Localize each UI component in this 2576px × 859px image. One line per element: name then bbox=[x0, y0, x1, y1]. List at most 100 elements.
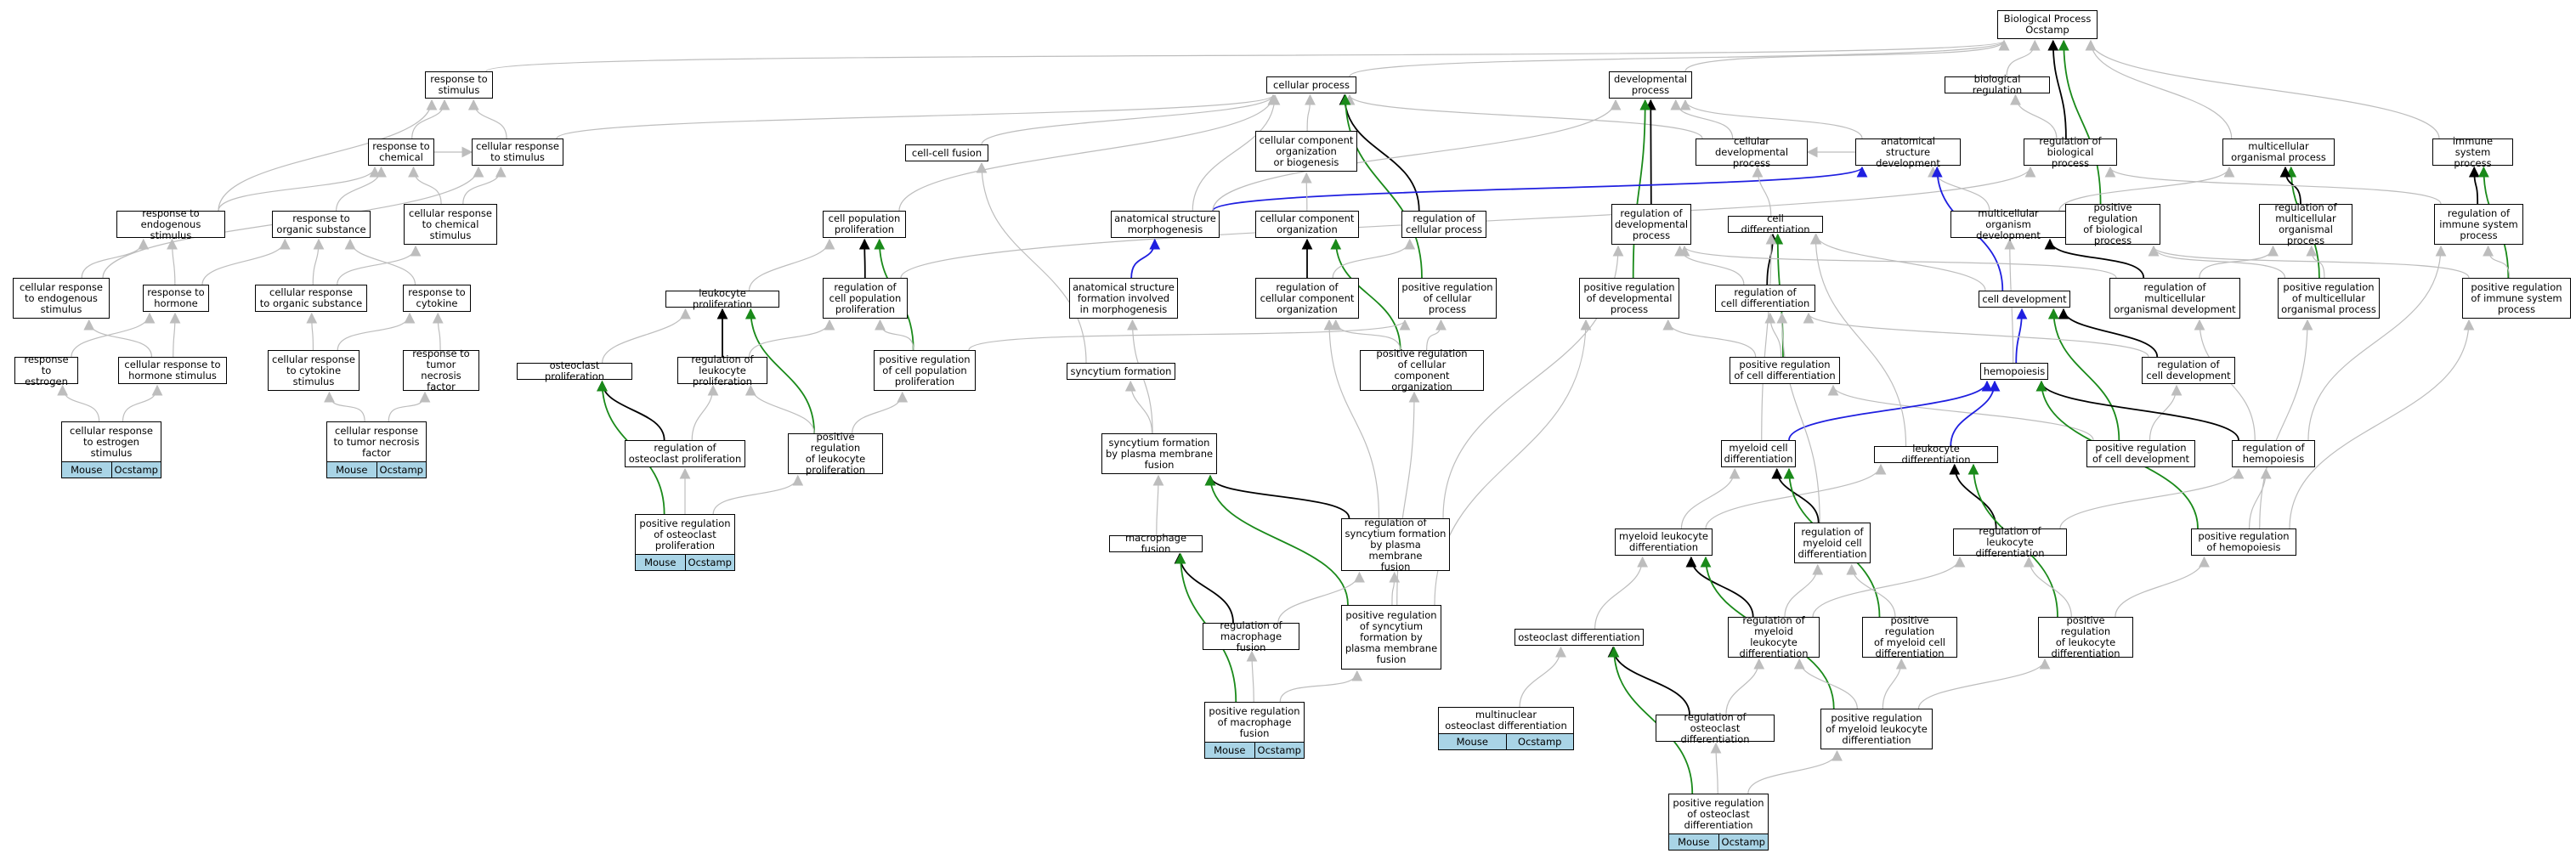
go-term-regulation-of-multicellular-organismal-development[interactable]: regulation of multicellular organismal d… bbox=[2109, 278, 2240, 319]
go-term-multinuclear-osteoclast-differentiation[interactable]: multinuclear osteoclast differentiation bbox=[1438, 707, 1574, 734]
go-term-myeloid-leukocyte-differentiation[interactable]: myeloid leukocyte differentiation bbox=[1615, 528, 1713, 556]
go-term-regulation-of-cell-population-proliferation[interactable]: regulation of cell population proliferat… bbox=[823, 278, 908, 319]
go-term-regulation-of-myeloid-leukocyte-differentiation[interactable]: regulation of myeloid leukocyte differen… bbox=[1728, 615, 1820, 659]
go-term-positive-regulation-of-cell-differentiation[interactable]: positive regulation of cell differentiat… bbox=[1730, 357, 1840, 384]
go-term-positive-regulation-of-developmental-process[interactable]: positive regulation of developmental pro… bbox=[1579, 278, 1679, 319]
go-term-anatomical-structure-formation-involved-in-morphogenesis[interactable]: anatomical structure formation involved … bbox=[1069, 278, 1178, 319]
go-term-cellular-response-to-estrogen-stimulus[interactable]: cellular response to estrogen stimulus bbox=[61, 421, 161, 462]
go-term-regulation-of-cell-development[interactable]: regulation of cell development bbox=[2142, 357, 2235, 384]
annotation-chip-mouse[interactable]: Mouse bbox=[1668, 834, 1719, 851]
annotation-chip-ocstamp[interactable]: Ocstamp bbox=[1254, 742, 1305, 759]
go-term-cell-development[interactable]: cell development bbox=[1979, 291, 2070, 308]
go-term-regulation-of-developmental-process[interactable]: regulation of developmental process bbox=[1611, 204, 1691, 245]
go-term-response-to-estrogen[interactable]: response to estrogen bbox=[14, 353, 78, 387]
go-term-cellular-component-organization-or-biogenesis[interactable]: cellular component organization or bioge… bbox=[1255, 131, 1357, 172]
go-term-osteoclast-proliferation[interactable]: osteoclast proliferation bbox=[517, 360, 632, 382]
annotation-chip-mouse[interactable]: Mouse bbox=[635, 554, 686, 571]
go-term-cellular-process[interactable]: cellular process bbox=[1266, 76, 1356, 93]
go-term-response-to-cytokine[interactable]: response to cytokine bbox=[403, 285, 471, 312]
go-term-positive-regulation-of-hemopoiesis[interactable]: positive regulation of hemopoiesis bbox=[2191, 528, 2296, 556]
edge-ld-to-hp bbox=[1950, 380, 2001, 447]
go-term-regulation-of-leukocyte-differentiation[interactable]: regulation of leukocyte differentiation bbox=[1953, 525, 2067, 558]
go-term-leukocyte-proliferation[interactable]: leukocyte proliferation bbox=[665, 288, 779, 310]
go-term-positive-regulation-of-cell-development[interactable]: positive regulation of cell development bbox=[2086, 440, 2195, 467]
go-term-response-to-organic-substance[interactable]: response to organic substance bbox=[272, 211, 371, 238]
go-term-hemopoiesis[interactable]: hemopoiesis bbox=[1980, 363, 2048, 380]
go-term-cellular-response-to-stimulus[interactable]: cellular response to stimulus bbox=[472, 138, 563, 166]
go-term-anatomical-structure-morphogenesis[interactable]: anatomical structure morphogenesis bbox=[1111, 211, 1220, 238]
go-term-cellular-response-to-hormone-stimulus[interactable]: cellular response to hormone stimulus bbox=[118, 357, 227, 384]
go-term-cellular-response-to-cytokine-stimulus[interactable]: cellular response to cytokine stimulus bbox=[268, 350, 360, 391]
go-term-immune-system-process[interactable]: immune system process bbox=[2432, 135, 2513, 168]
edge-rth-to-rtos bbox=[201, 238, 291, 285]
go-term-regulation-of-osteoclast-proliferation[interactable]: regulation of osteoclast proliferation bbox=[625, 440, 745, 467]
go-term-macrophage-fusion[interactable]: macrophage fusion bbox=[1109, 533, 1203, 555]
go-term-response-to-stimulus[interactable]: response to stimulus bbox=[425, 71, 493, 99]
go-term-regulation-of-myeloid-cell-differentiation[interactable]: regulation of myeloid cell differentiati… bbox=[1794, 523, 1871, 563]
go-term-positive-regulation-of-cellular-component-organization[interactable]: positive regulation of cellular componen… bbox=[1360, 348, 1484, 393]
go-term-positive-regulation-of-immune-system-process[interactable]: positive regulation of immune system pro… bbox=[2462, 278, 2571, 319]
go-term-cellular-response-to-endogenous-stimulus[interactable]: cellular response to endogenous stimulus bbox=[13, 278, 110, 319]
annotation-chip-ocstamp[interactable]: Ocstamp bbox=[1506, 733, 1574, 750]
go-term-syncytium-formation[interactable]: syncytium formation bbox=[1067, 363, 1175, 380]
go-term-leukocyte-differentiation[interactable]: leukocyte differentiation bbox=[1874, 444, 1998, 466]
go-term-syncytium-formation-by-plasma-membrane-fusion[interactable]: syncytium formation by plasma membrane f… bbox=[1101, 433, 1217, 474]
go-term-positive-regulation-of-myeloid-leukocyte-differentiation[interactable]: positive regulation of myeloid leukocyte… bbox=[1820, 709, 1933, 749]
go-term-positive-regulation-of-cell-population-proliferation[interactable]: positive regulation of cell population p… bbox=[874, 350, 976, 391]
go-term-regulation-of-biological-process[interactable]: regulation of biological process bbox=[2024, 135, 2117, 168]
go-term-response-to-tumor-necrosis-factor[interactable]: response to tumor necrosis factor bbox=[403, 348, 479, 393]
go-term-myeloid-cell-differentiation[interactable]: myeloid cell differentiation bbox=[1721, 440, 1796, 467]
go-term-developmental-process[interactable]: developmental process bbox=[1609, 71, 1692, 99]
go-term-osteoclast-differentiation[interactable]: osteoclast differentiation bbox=[1514, 629, 1644, 646]
edge-cp-to-bp bbox=[1349, 39, 2010, 77]
go-term-response-to-chemical[interactable]: response to chemical bbox=[368, 138, 434, 166]
annotation-chip-ocstamp[interactable]: Ocstamp bbox=[1718, 834, 1769, 851]
go-term-cellular-response-to-chemical-stimulus[interactable]: cellular response to chemical stimulus bbox=[404, 204, 497, 245]
go-term-positive-regulation-of-osteoclast-proliferation[interactable]: positive regulation of osteoclast prolif… bbox=[635, 514, 735, 555]
edge-rlp-to-rcpp bbox=[748, 319, 835, 358]
annotation-chip-ocstamp[interactable]: Ocstamp bbox=[685, 554, 735, 571]
go-term-anatomical-structure-development[interactable]: anatomical structure development bbox=[1855, 135, 1961, 168]
go-term-biological-regulation[interactable]: biological regulation bbox=[1945, 74, 2050, 96]
go-term-regulation-of-leukocyte-proliferation[interactable]: regulation of leukocyte proliferation bbox=[677, 353, 767, 387]
go-term-regulation-of-hemopoiesis[interactable]: regulation of hemopoiesis bbox=[2232, 440, 2315, 467]
annotation-chip-ocstamp[interactable]: Ocstamp bbox=[111, 461, 161, 478]
go-term-cell-cell-fusion[interactable]: cell-cell fusion bbox=[905, 144, 988, 161]
go-term-positive-regulation-of-myeloid-cell-differentiation[interactable]: positive regulation of myeloid cell diff… bbox=[1862, 615, 1957, 659]
edge-prmld-to-rmld bbox=[1793, 658, 1858, 709]
go-term-cellular-response-to-tumor-necrosis-factor[interactable]: cellular response to tumor necrosis fact… bbox=[326, 421, 427, 462]
go-term-regulation-of-macrophage-fusion[interactable]: regulation of macrophage fusion bbox=[1203, 619, 1299, 653]
annotation-chip-mouse[interactable]: Mouse bbox=[61, 461, 112, 478]
go-term-response-to-endogenous-stimulus[interactable]: response to endogenous stimulus bbox=[116, 207, 225, 240]
go-term-regulation-of-cell-differentiation[interactable]: regulation of cell differentiation bbox=[1715, 285, 1815, 312]
go-term-cellular-component-organization[interactable]: cellular component organization bbox=[1255, 211, 1359, 238]
annotation-chip-mouse[interactable]: Mouse bbox=[326, 461, 377, 478]
go-term-cellular-developmental-process[interactable]: cellular developmental process bbox=[1696, 135, 1808, 168]
annotation-chip-ocstamp[interactable]: Ocstamp bbox=[376, 461, 427, 478]
go-term-regulation-of-multicellular-organismal-process[interactable]: regulation of multicellular organismal p… bbox=[2259, 202, 2352, 246]
go-term-regulation-of-immune-system-process[interactable]: regulation of immune system process bbox=[2434, 204, 2523, 245]
go-term-cell-population-proliferation[interactable]: cell population proliferation bbox=[823, 211, 906, 238]
go-term-positive-regulation-of-macrophage-fusion[interactable]: positive regulation of macrophage fusion bbox=[1204, 702, 1305, 743]
edge-asm-to-cp bbox=[1192, 93, 1281, 212]
go-term-positive-regulation-of-osteoclast-differentiation[interactable]: positive regulation of osteoclast differ… bbox=[1668, 794, 1769, 834]
go-term-biological-process-ocstamp[interactable]: Biological Process Ocstamp bbox=[1997, 10, 2098, 39]
go-term-cell-differentiation[interactable]: cell differentiation bbox=[1728, 213, 1823, 235]
go-term-positive-regulation-of-cellular-process[interactable]: positive regulation of cellular process bbox=[1398, 278, 1497, 319]
go-term-multicellular-organism-development[interactable]: multicellular organism development bbox=[1950, 207, 2066, 240]
go-term-response-to-hormone[interactable]: response to hormone bbox=[143, 285, 209, 312]
go-term-positive-regulation-of-leukocyte-proliferation[interactable]: positive regulation of leukocyte prolife… bbox=[788, 432, 883, 476]
annotation-chip-mouse[interactable]: Mouse bbox=[1204, 742, 1255, 759]
go-term-regulation-of-cellular-component-organization[interactable]: regulation of cellular component organiz… bbox=[1255, 278, 1359, 319]
go-term-positive-regulation-of-multicellular-organismal-process[interactable]: positive regulation of multicellular org… bbox=[2278, 278, 2380, 319]
annotation-chip-mouse[interactable]: Mouse bbox=[1438, 733, 1507, 750]
go-term-regulation-of-cellular-process[interactable]: regulation of cellular process bbox=[1401, 211, 1486, 238]
go-term-positive-regulation-of-leukocyte-differentiation[interactable]: positive regulation of leukocyte differe… bbox=[2038, 615, 2133, 659]
go-term-multicellular-organismal-process[interactable]: multicellular organismal process bbox=[2222, 138, 2335, 166]
go-term-positive-regulation-of-biological-process[interactable]: positive regulation of biological proces… bbox=[2065, 202, 2160, 246]
go-term-regulation-of-syncytium-formation-by-plasma-membrane-fusion[interactable]: regulation of syncytium formation by pla… bbox=[1341, 517, 1450, 572]
go-term-cellular-response-to-organic-substance[interactable]: cellular response to organic substance bbox=[255, 285, 367, 312]
go-term-positive-regulation-of-syncytium-formation-by-plasma-membrane-fusion[interactable]: positive regulation of syncytium formati… bbox=[1341, 605, 1441, 670]
go-term-regulation-of-osteoclast-differentiation[interactable]: regulation of osteoclast differentiation bbox=[1656, 711, 1775, 744]
